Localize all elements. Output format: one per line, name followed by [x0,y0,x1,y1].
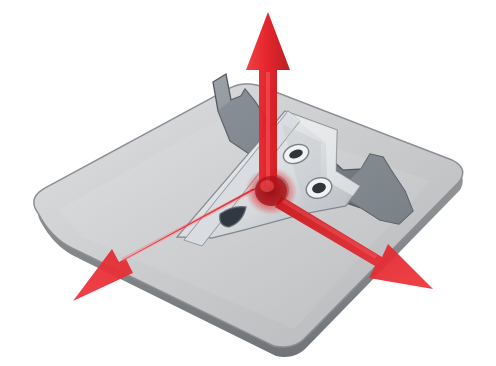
illustration-canvas [0,0,496,366]
bracket-forces-illustration [0,0,496,366]
